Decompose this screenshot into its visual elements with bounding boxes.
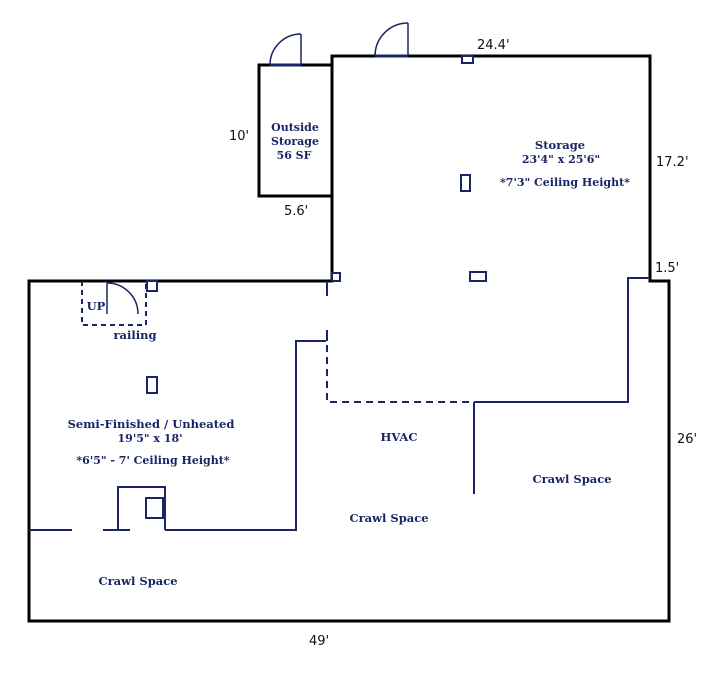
storage-dashed-wall xyxy=(326,345,474,403)
post-top-icon xyxy=(461,55,474,64)
crawl-space-center: Crawl Space xyxy=(349,511,428,525)
semi-finished-right-wall xyxy=(165,340,326,531)
stair-railing-dashed xyxy=(81,281,147,326)
post-semi-finished-icon xyxy=(146,376,158,394)
room-labels: Outside Storage 56 SF Storage 23'4" x 25… xyxy=(68,121,631,588)
dim-right-lower: 26' xyxy=(677,432,697,447)
interior-walls xyxy=(29,277,650,531)
door-outside-storage-icon xyxy=(269,33,302,66)
posts xyxy=(146,55,487,394)
hvac-label: HVAC xyxy=(381,430,418,444)
semi-finished-size: 19'5" x 18' xyxy=(118,432,183,445)
door-storage-icon xyxy=(374,22,409,57)
semi-finished-ceiling: *6'5" - 7' Ceiling Height* xyxy=(76,454,229,467)
crawl-right-wall xyxy=(474,277,650,403)
railing-label: railing xyxy=(113,328,156,342)
dim-outside-height: 10' xyxy=(229,129,249,144)
stairs-up-label: UP xyxy=(87,299,106,313)
storage-ceiling: *7'3" Ceiling Height* xyxy=(500,176,630,189)
main-outline xyxy=(27,54,671,623)
crawl-space-right: Crawl Space xyxy=(532,472,611,486)
stairs xyxy=(81,281,147,326)
dim-outside-width: 5.6' xyxy=(284,204,308,219)
storage-name: Storage xyxy=(535,138,585,152)
post-stair-icon xyxy=(146,280,158,292)
exterior-doors xyxy=(269,22,409,66)
door-openings xyxy=(270,54,408,67)
cabinet-inner xyxy=(145,497,164,519)
crawl-space-left: Crawl Space xyxy=(98,574,177,588)
stair-door-icon xyxy=(106,282,139,315)
outside-storage-line2: Storage xyxy=(271,135,319,148)
outside-storage-line3: 56 SF xyxy=(277,149,312,162)
post-corner-icon xyxy=(331,272,341,282)
outside-storage-line1: Outside xyxy=(271,121,319,134)
dim-top-width: 24.4' xyxy=(477,38,510,53)
storage-size: 23'4" x 25'6" xyxy=(522,153,600,166)
dimension-labels: 24.4' 17.2' 1.5' 26' 49' 10' 5.6' xyxy=(229,38,697,649)
cabinet-outline xyxy=(117,486,166,530)
dim-right-upper: 17.2' xyxy=(656,155,689,170)
post-storage-center-icon xyxy=(460,174,471,192)
dim-bottom: 49' xyxy=(309,634,329,649)
post-storage-lower-icon xyxy=(469,271,487,282)
dim-right-step: 1.5' xyxy=(655,261,679,276)
semi-finished-name: Semi-Finished / Unheated xyxy=(68,417,235,431)
